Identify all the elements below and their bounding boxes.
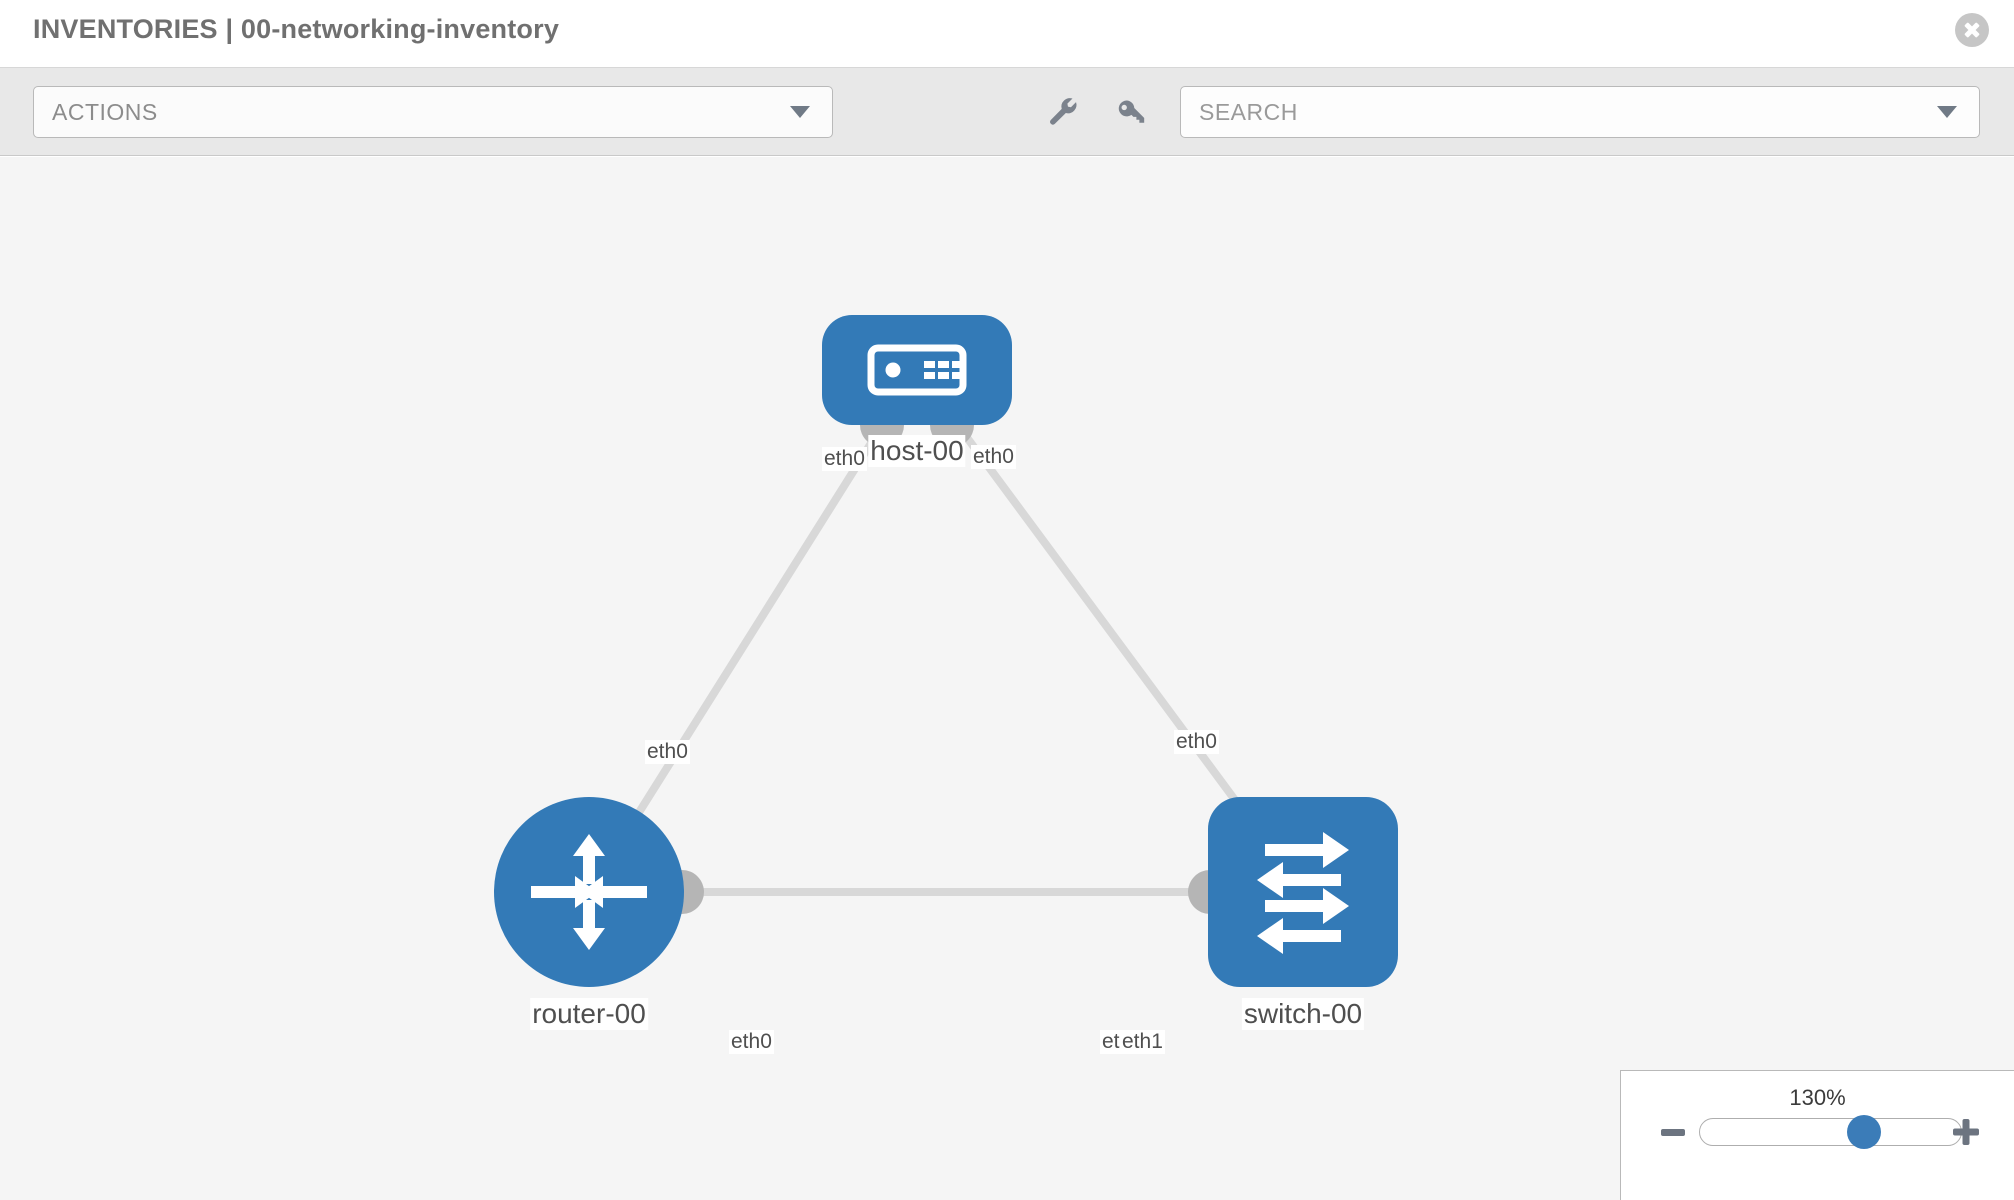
search-input[interactable]: SEARCH (1180, 86, 1980, 138)
iface-label-host-eth0-left: eth0 (822, 447, 867, 471)
page-title: INVENTORIES | 00-networking-inventory (33, 14, 560, 44)
node-label-host-00: host-00 (868, 435, 966, 467)
iface-label-router-eth0-lan: eth0 (729, 1030, 774, 1054)
zoom-slider[interactable] (1699, 1115, 1962, 1149)
iface-label-host-eth0-right: eth0 (971, 445, 1016, 469)
zoom-slider-handle[interactable] (1847, 1115, 1882, 1149)
actions-dropdown[interactable]: ACTIONS (33, 86, 833, 138)
node-host-00[interactable] (822, 315, 1012, 425)
toolbar: ACTIONS SEARCH (0, 68, 2014, 156)
node-label-router-00: router-00 (530, 998, 648, 1030)
node-router-00[interactable] (494, 797, 684, 987)
topology-graph (494, 315, 1398, 987)
page-header: INVENTORIES | 00-networking-inventory (0, 0, 2014, 68)
close-icon[interactable] (1955, 13, 1989, 47)
zoom-control-panel: 130% (1620, 1070, 2014, 1200)
zoom-percent-label: 130% (1789, 1085, 1846, 1110)
iface-label-switch-eth1-lan: eth1 (1120, 1030, 1165, 1054)
iface-label-router-eth0-uplink: eth0 (645, 740, 690, 764)
key-icon[interactable] (1115, 96, 1149, 130)
actions-dropdown-label: ACTIONS (52, 99, 158, 125)
topology-canvas[interactable]: host-00 router-00 switch-00 eth0 eth0 et… (0, 157, 2014, 1200)
wrench-icon[interactable] (1046, 96, 1080, 130)
node-switch-00[interactable] (1208, 797, 1398, 987)
chevron-down-icon[interactable] (1937, 106, 1957, 118)
iface-label-switch-eth0-uplink: eth0 (1174, 730, 1219, 754)
chevron-down-icon (790, 106, 810, 118)
minus-icon[interactable] (1661, 1129, 1685, 1136)
search-placeholder: SEARCH (1199, 99, 1298, 125)
node-label-switch-00: switch-00 (1241, 998, 1365, 1030)
plus-icon[interactable] (1951, 1117, 1981, 1147)
interface-connectors (660, 403, 1259, 914)
